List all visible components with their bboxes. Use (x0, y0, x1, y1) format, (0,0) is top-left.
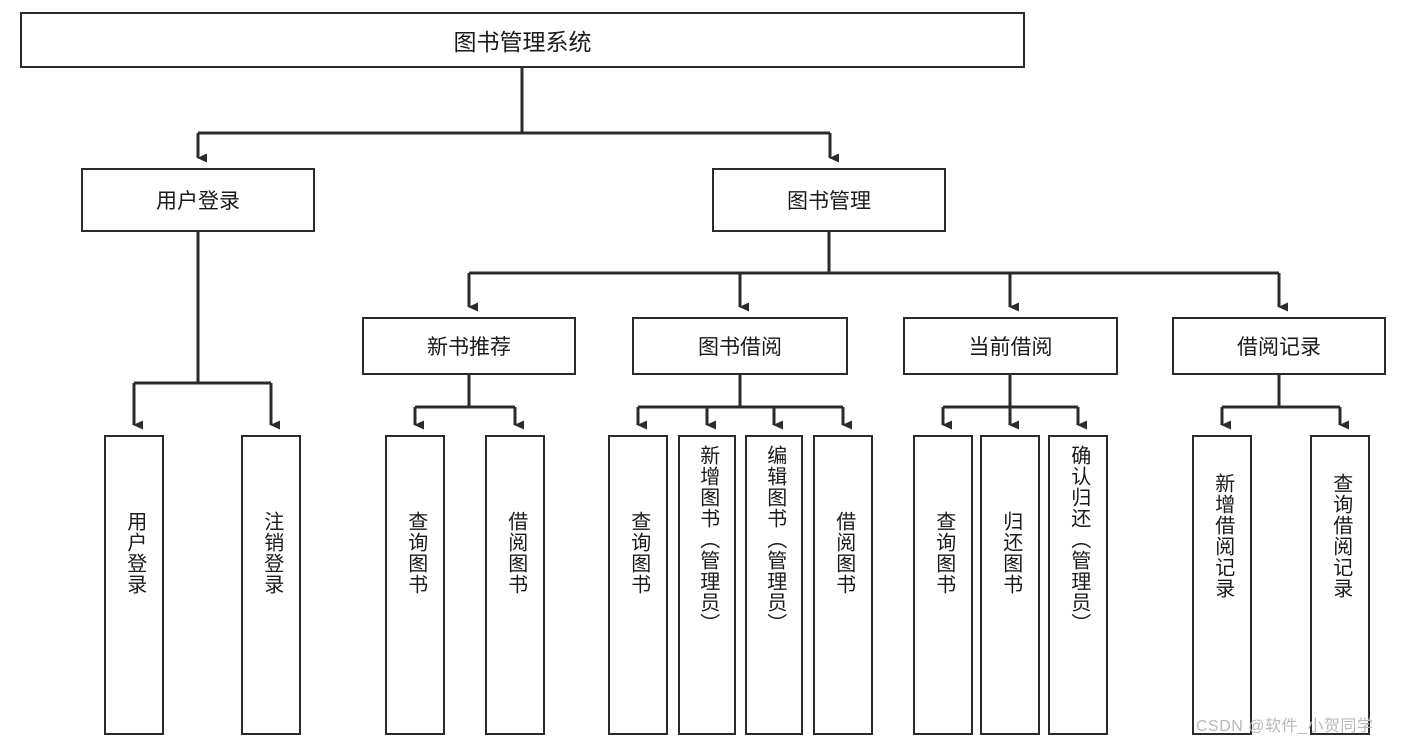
node-new-book-recommend[interactable]: 新书推荐 (362, 317, 576, 375)
node-leaf-user-login[interactable]: 用户登录 (104, 435, 164, 735)
node-label: 归还图书 (999, 511, 1022, 595)
node-leaf-query-book-3[interactable]: 查询图书 (913, 435, 973, 735)
node-label: 查询借阅记录 (1329, 473, 1352, 599)
node-book-management[interactable]: 图书管理 (712, 168, 946, 232)
node-label: 借阅图书 (832, 511, 855, 595)
node-label: 用户登录 (123, 511, 146, 595)
node-user-login[interactable]: 用户登录 (81, 168, 315, 232)
node-label: 当前借阅 (968, 336, 1053, 359)
node-leaf-borrow-book-1[interactable]: 借阅图书 (485, 435, 545, 735)
node-leaf-query-book-1[interactable]: 查询图书 (385, 435, 445, 735)
node-label: 借阅图书 (504, 511, 527, 595)
node-label: 图书管理 (787, 190, 871, 213)
node-borrow-record[interactable]: 借阅记录 (1172, 317, 1386, 375)
node-label: 编辑图书（管理员） (763, 445, 786, 634)
node-current-borrow[interactable]: 当前借阅 (903, 317, 1118, 375)
node-leaf-add-record[interactable]: 新增借阅记录 (1192, 435, 1252, 735)
node-label: 新书推荐 (427, 336, 511, 359)
node-leaf-return-book[interactable]: 归还图书 (980, 435, 1040, 735)
watermark-text: CSDN @软件_小贺同学 (1196, 718, 1374, 735)
node-book-borrow[interactable]: 图书借阅 (632, 317, 848, 375)
node-label: 查询图书 (404, 511, 427, 595)
node-label: 用户登录 (156, 190, 240, 213)
node-label: 新增借阅记录 (1211, 473, 1234, 599)
node-label: 注销登录 (260, 511, 283, 595)
node-leaf-confirm-return[interactable]: 确认归还（管理员） (1048, 435, 1108, 735)
node-leaf-borrow-book-2[interactable]: 借阅图书 (813, 435, 873, 735)
node-label: 确认归还（管理员） (1067, 445, 1090, 634)
node-label: 查询图书 (932, 511, 955, 595)
node-label: 图书管理系统 (453, 29, 592, 55)
node-leaf-query-record[interactable]: 查询借阅记录 (1310, 435, 1370, 735)
node-label: 图书借阅 (698, 336, 782, 359)
node-label: 查询图书 (627, 511, 650, 595)
node-leaf-edit-book[interactable]: 编辑图书（管理员） (745, 435, 803, 735)
node-leaf-query-book-2[interactable]: 查询图书 (608, 435, 668, 735)
node-leaf-add-book[interactable]: 新增图书（管理员） (678, 435, 736, 735)
node-label: 新增图书（管理员） (696, 445, 719, 634)
node-leaf-logout[interactable]: 注销登录 (241, 435, 301, 735)
node-book-management-system[interactable]: 图书管理系统 (20, 12, 1025, 68)
node-label: 借阅记录 (1237, 336, 1321, 359)
